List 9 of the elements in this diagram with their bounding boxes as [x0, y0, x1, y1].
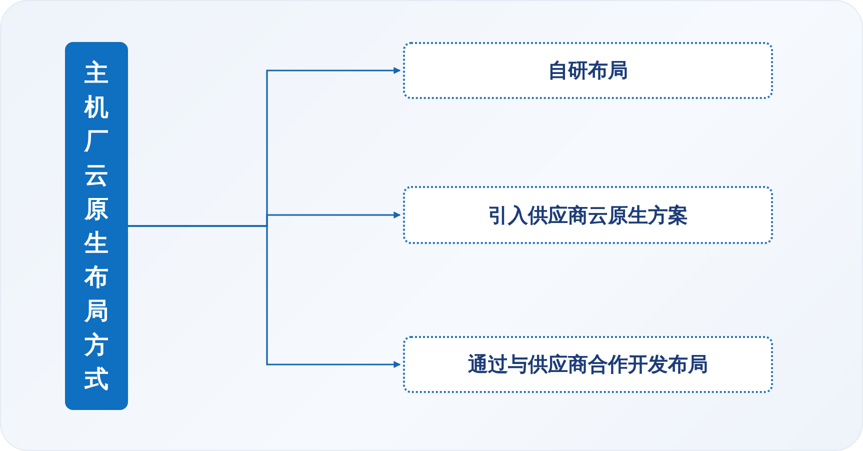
connector-arrow [128, 225, 401, 368]
box-label: 通过与供应商合作开发布局 [468, 351, 708, 378]
box-label: 自研布局 [548, 57, 628, 84]
box-label: 主机厂云原生布局方式 [84, 58, 108, 396]
category-box [65, 42, 128, 410]
option-box [403, 336, 773, 393]
option-box [403, 42, 773, 99]
box-label: 引入供应商云原生方案 [488, 202, 688, 228]
option-box [403, 186, 773, 244]
